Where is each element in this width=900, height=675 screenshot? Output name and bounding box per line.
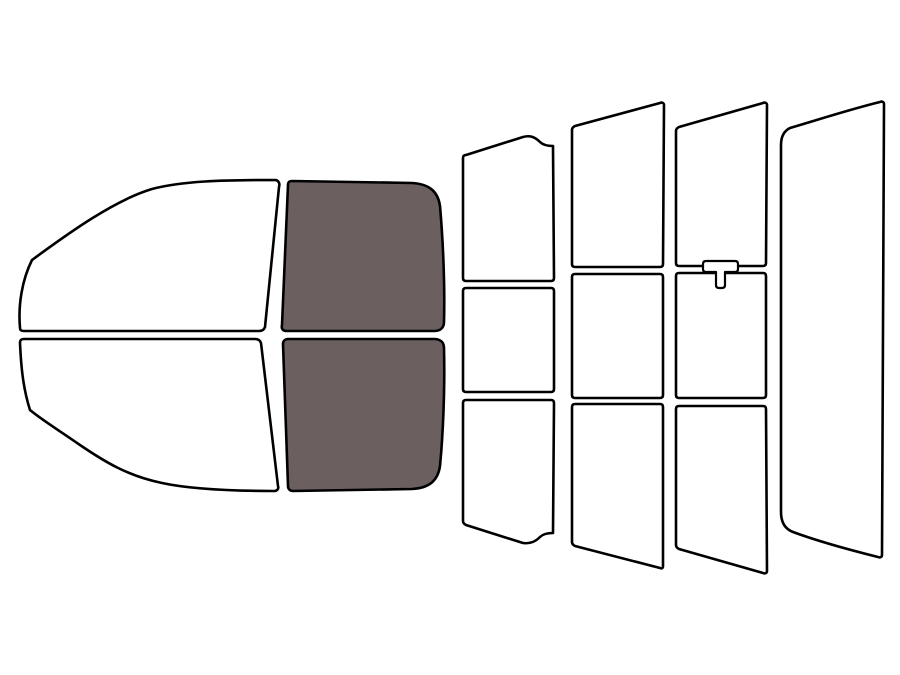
back-glass-center-right-middle[interactable] (674, 271, 768, 400)
back-glass-left-top[interactable] (461, 134, 556, 283)
rear-driver-window-lower[interactable] (281, 337, 446, 493)
back-glass-left-middle[interactable] (461, 286, 556, 394)
rear-driver-window-upper[interactable] (280, 179, 446, 333)
front-driver-window-upper[interactable] (18, 178, 281, 333)
windshield-strip[interactable] (779, 100, 886, 559)
back-glass-center-left-bottom[interactable] (570, 402, 665, 570)
back-glass-center-right-bottom[interactable] (674, 404, 769, 575)
front-driver-window-lower[interactable] (18, 337, 280, 493)
back-glass-left-bottom[interactable] (461, 398, 556, 545)
latch-icon (701, 259, 740, 290)
back-glass-center-left-top[interactable] (570, 101, 666, 269)
back-glass-center-right-top[interactable] (674, 101, 769, 268)
back-glass-center-left-middle[interactable] (570, 272, 665, 400)
